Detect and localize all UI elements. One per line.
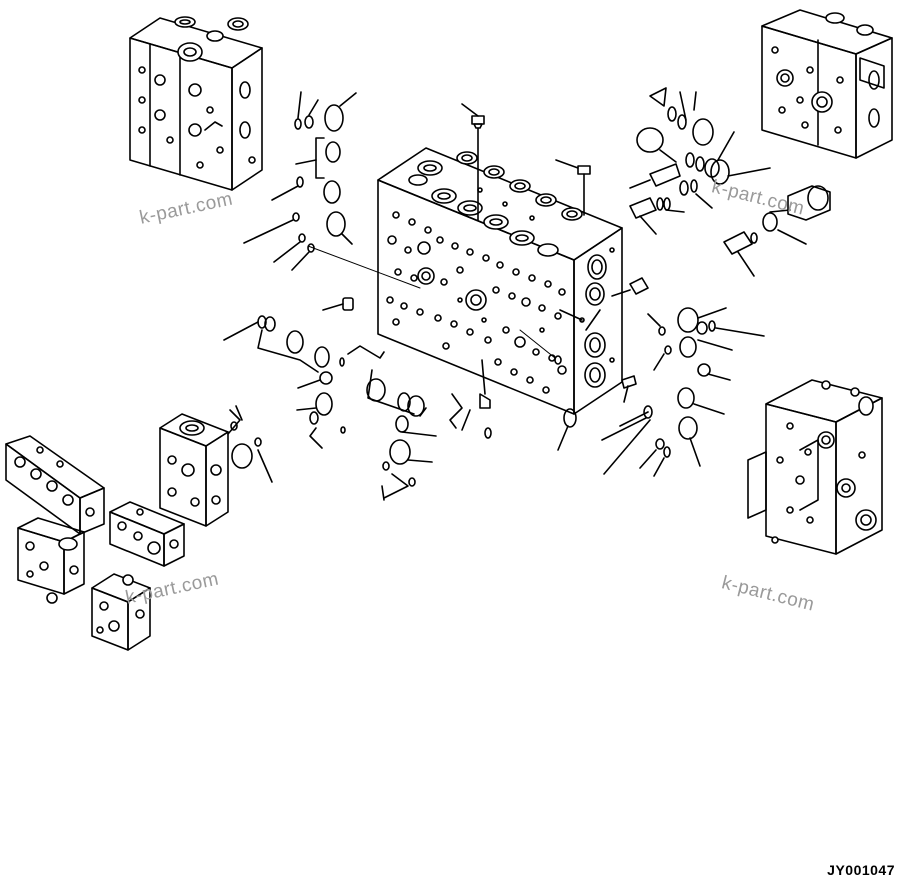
seal-rings-left <box>223 91 492 501</box>
plug-bolts-top <box>461 103 649 297</box>
seal-rings-right <box>519 87 831 477</box>
drawing-code-label: JY001047 <box>827 862 895 878</box>
valve-section-lower-left-cluster <box>5 413 229 651</box>
valve-section-lower-right <box>747 379 883 555</box>
main-valve-block <box>377 147 623 415</box>
valve-section-top-right <box>761 9 893 159</box>
valve-section-top-left <box>129 16 263 191</box>
